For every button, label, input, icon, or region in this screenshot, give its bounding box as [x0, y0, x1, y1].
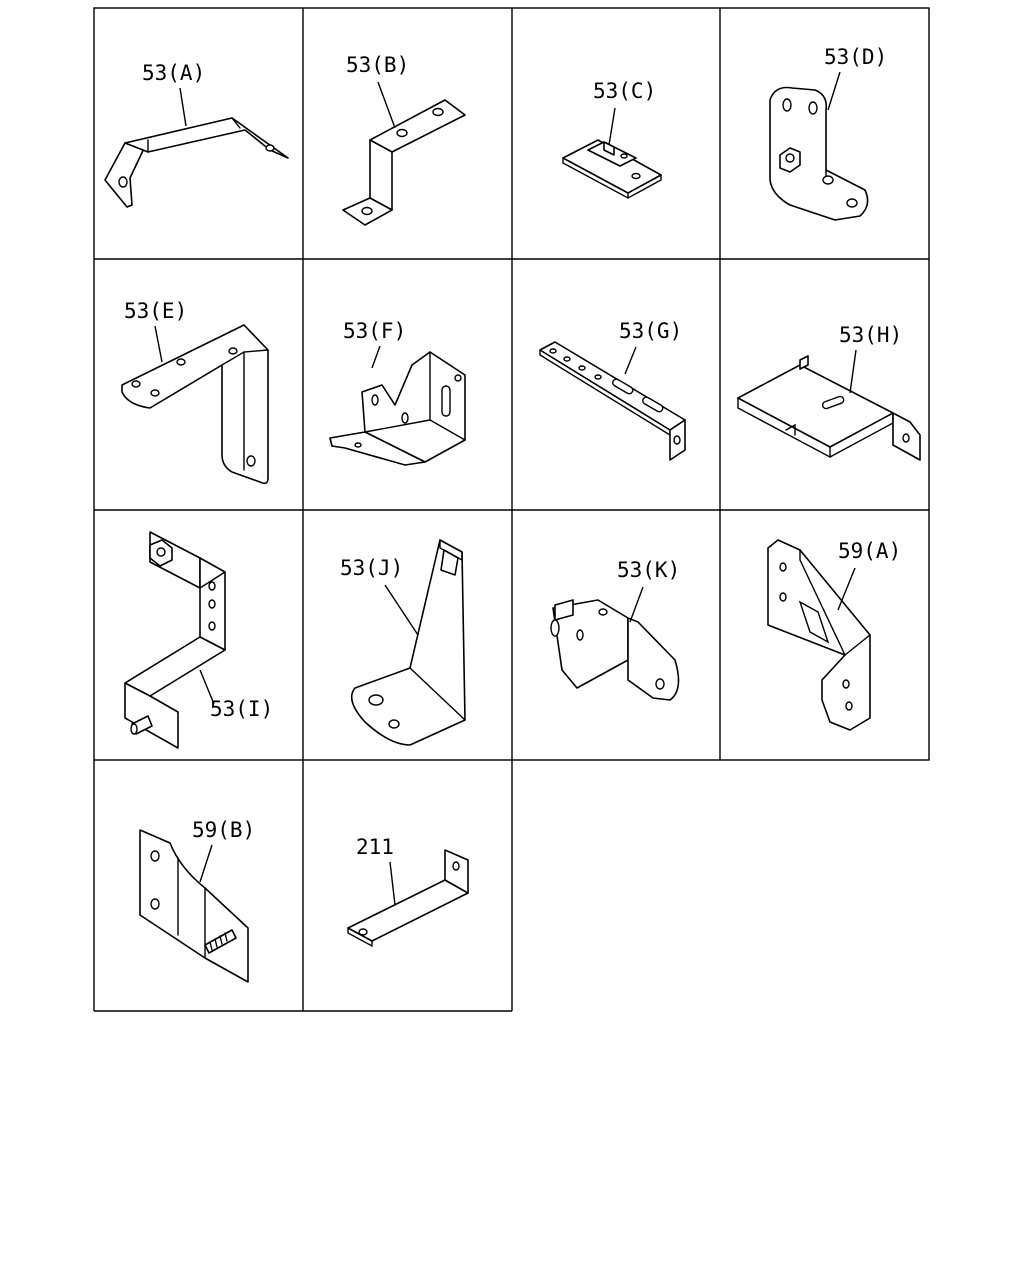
- part-label-53c: 53(C): [593, 79, 656, 103]
- bracket-53a-drawing: [104, 117, 289, 208]
- cell-53g: 53(G): [539, 319, 686, 461]
- cell-59a: 59(A): [767, 539, 901, 731]
- cell-53e: 53(E): [121, 299, 269, 485]
- part-label-53d: 53(D): [824, 45, 887, 69]
- bracket-59b-drawing: [139, 829, 249, 983]
- part-label-59b: 59(B): [192, 818, 255, 842]
- cell-53d: 53(D): [769, 45, 887, 221]
- bracket-53j-drawing: [350, 539, 466, 746]
- cell-53j: 53(J): [340, 539, 466, 746]
- leader-53b: [377, 81, 396, 129]
- part-label-53f: 53(F): [343, 319, 406, 343]
- part-label-53j: 53(J): [340, 556, 403, 580]
- cell-59b: 59(B): [139, 818, 255, 983]
- leader-53k: [629, 586, 644, 623]
- part-label-53i: 53(I): [210, 697, 273, 721]
- leader-53h: [849, 349, 857, 394]
- leader-53f: [371, 345, 381, 369]
- cell-53f: 53(F): [329, 319, 466, 466]
- bracket-53g-drawing: [539, 341, 686, 461]
- leader-53e: [154, 325, 163, 363]
- bracket-53k-drawing: [550, 599, 680, 701]
- part-label-53e: 53(E): [124, 299, 187, 323]
- part-label-211: 211: [356, 835, 394, 859]
- leader-53d: [827, 71, 841, 111]
- leader-53g: [624, 346, 637, 375]
- bracket-53d-drawing: [769, 86, 869, 221]
- bracket-53h-drawing: [737, 355, 921, 461]
- part-label-59a: 59(A): [838, 539, 901, 563]
- leader-211: [389, 861, 396, 906]
- part-label-53h: 53(H): [839, 323, 902, 347]
- leader-59a: [837, 567, 856, 611]
- bracket-53b-drawing: [342, 99, 466, 226]
- cell-53k: 53(K): [550, 558, 680, 701]
- cell-53a: 53(A): [104, 61, 289, 208]
- bracket-211-drawing: [347, 849, 469, 948]
- part-label-53k: 53(K): [617, 558, 680, 582]
- part-label-53a: 53(A): [142, 61, 205, 85]
- leader-53j: [384, 584, 419, 636]
- leader-53c: [608, 107, 616, 146]
- cell-53h: 53(H): [737, 323, 921, 461]
- bracket-59a-drawing: [767, 539, 871, 731]
- bracket-53f-drawing: [329, 351, 466, 466]
- part-label-53b: 53(B): [346, 53, 409, 77]
- part-label-53g: 53(G): [619, 319, 682, 343]
- leader-59b: [199, 844, 213, 883]
- cell-53i: 53(I): [124, 531, 273, 749]
- leader-53a: [179, 87, 187, 127]
- cell-53b: 53(B): [342, 53, 466, 226]
- cell-53c: 53(C): [562, 79, 662, 199]
- diagram-grid: [93, 7, 930, 1012]
- bracket-53e-drawing: [121, 324, 269, 485]
- bracket-53i-drawing: [124, 531, 226, 749]
- bracket-53c-drawing: [562, 139, 662, 199]
- cell-211: 211: [347, 835, 469, 948]
- leader-53i: [199, 669, 215, 705]
